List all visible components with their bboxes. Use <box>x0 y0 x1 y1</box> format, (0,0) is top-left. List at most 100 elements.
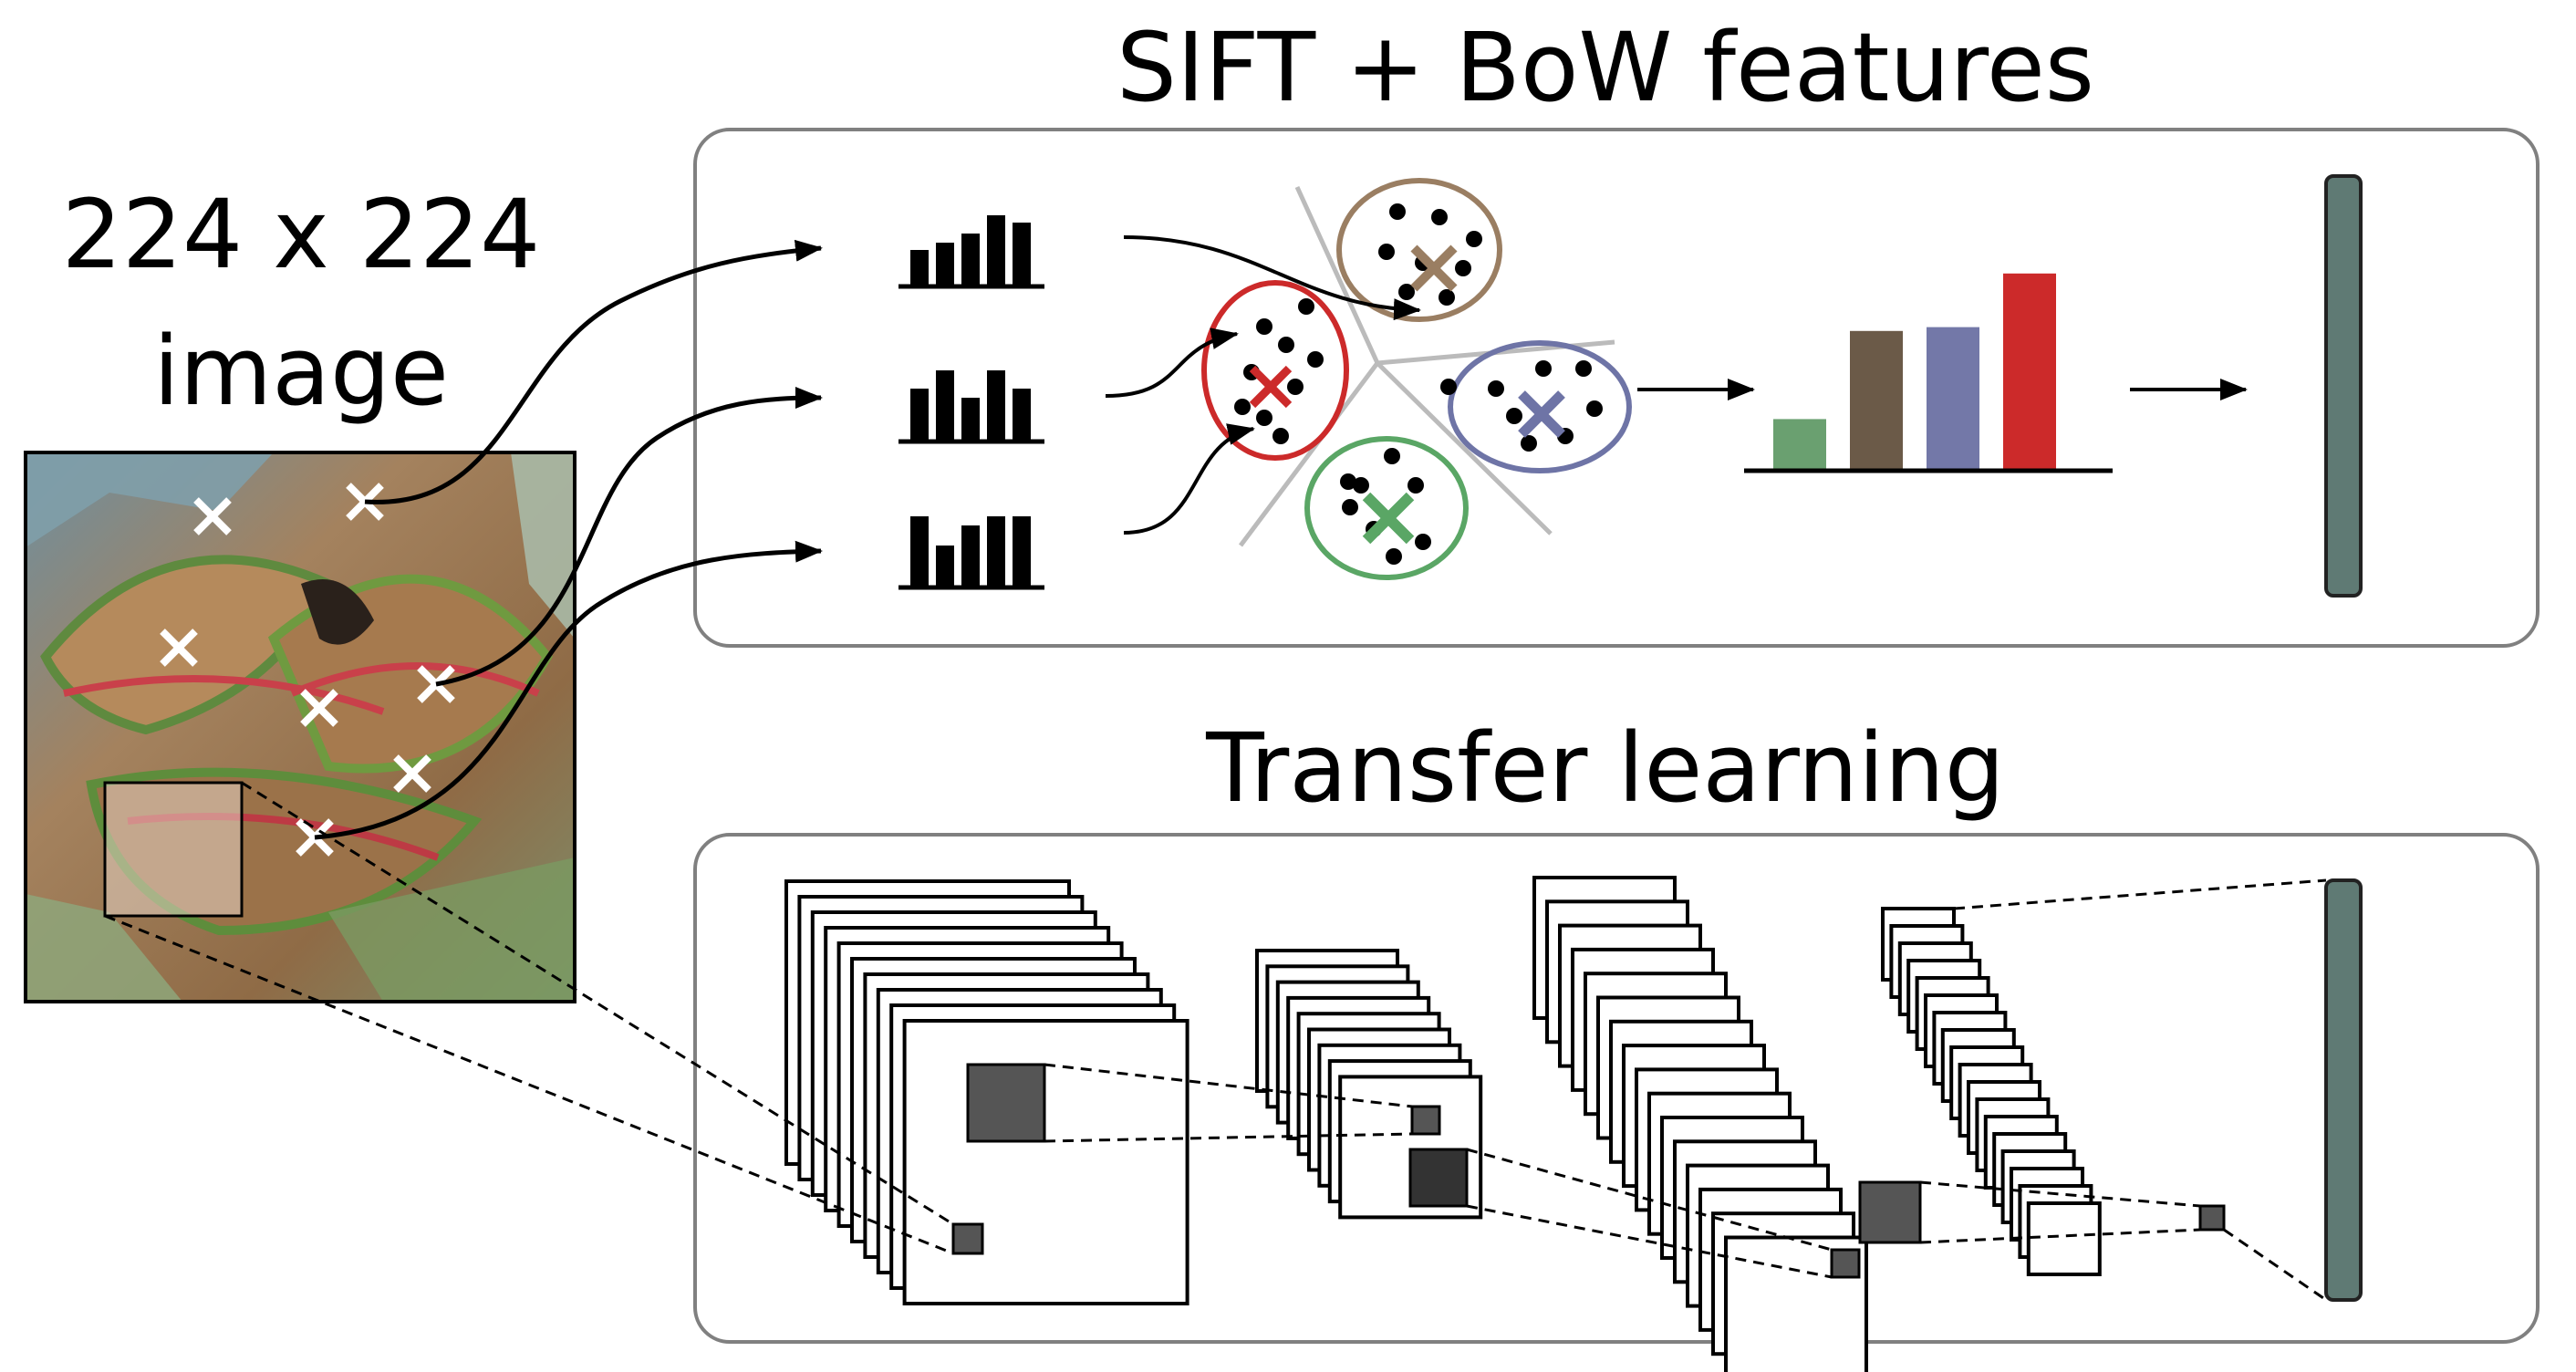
feature-map <box>2026 1201 2102 1276</box>
kernel-square-large-3 <box>1858 1180 1922 1244</box>
kernel-square-small-3 <box>1830 1248 1861 1279</box>
descriptor-point <box>1298 298 1314 315</box>
keypoint-arrow <box>314 540 823 840</box>
cluster-centroid <box>1518 390 1565 438</box>
descriptor-point <box>1342 499 1358 515</box>
descriptor-point <box>1440 379 1457 395</box>
descriptor-to-cluster-arrow <box>1105 327 1239 398</box>
cnn-layer-1 <box>784 879 1189 1305</box>
receptive-field-line <box>1919 1228 2201 1244</box>
descriptor-point <box>1466 231 1482 247</box>
bow-histogram <box>1744 273 2113 473</box>
receptive-field-line <box>2223 1228 2327 1302</box>
receptive-field-line <box>1044 1063 1413 1108</box>
descriptor-point <box>1407 477 1424 494</box>
descriptor-bar <box>936 243 954 285</box>
descriptor-point <box>1256 410 1272 426</box>
descriptor-bar <box>961 234 980 285</box>
voronoi-boundary <box>1239 361 1379 547</box>
receptive-field-line <box>1953 878 2327 910</box>
image-label: image <box>153 316 449 427</box>
cluster-centroid <box>1249 365 1293 409</box>
sift-descriptor-histograms <box>898 215 1044 590</box>
voronoi-boundary <box>1376 361 1553 535</box>
descriptor-bar <box>910 389 929 440</box>
cnn-feature-vector <box>2324 878 2363 1302</box>
kmeans-clusters <box>1105 178 1632 580</box>
descriptor-bar <box>961 525 980 586</box>
leaf-image <box>24 451 576 1003</box>
descriptor-point <box>1272 428 1289 444</box>
descriptor-bar <box>987 370 1005 440</box>
descriptor-histogram <box>898 516 1044 590</box>
descriptor-bar <box>936 546 954 586</box>
descriptor-point <box>1378 244 1395 260</box>
feature-map <box>902 1019 1189 1305</box>
descriptor-bar <box>1013 223 1031 285</box>
descriptor-point <box>1455 260 1471 276</box>
descriptor-point <box>1307 351 1324 368</box>
descriptor-bar <box>987 516 1005 586</box>
descriptor-point <box>1575 360 1592 377</box>
cluster-centroid <box>1410 244 1458 292</box>
descriptor-bar <box>936 370 954 440</box>
descriptor-point <box>1287 379 1304 395</box>
cnn-layer-4 <box>1881 907 2102 1276</box>
transfer-learning-title: Transfer learning <box>1206 712 2005 824</box>
descriptor-point <box>1340 473 1356 490</box>
keypoint-marker <box>393 754 431 793</box>
cluster-green-boundary <box>1304 436 1469 580</box>
descriptor-bar <box>1013 516 1031 586</box>
descriptor-point <box>1431 209 1448 225</box>
cluster-centroid <box>1362 492 1415 545</box>
descriptor-point <box>1256 318 1272 335</box>
keypoint-to-descriptor-arrows <box>314 239 823 840</box>
bow-bar <box>1773 419 1826 469</box>
descriptor-to-cluster-arrow <box>1123 235 1421 321</box>
descriptor-point <box>1386 548 1402 565</box>
sift-bow-panel <box>693 128 2540 648</box>
descriptor-point <box>1415 534 1431 550</box>
cluster-blue <box>1440 340 1632 473</box>
bow-bar <box>1850 330 1903 469</box>
image-size-label: 224 x 224 <box>61 179 541 290</box>
receptive-field-lines <box>104 781 2327 1302</box>
keypoint-arrow <box>364 239 823 504</box>
voronoi-boundary <box>1294 185 1380 365</box>
kernel-square-small-4 <box>2198 1204 2226 1232</box>
descriptor-bar <box>1013 389 1031 440</box>
descriptor-bar <box>910 516 929 586</box>
descriptor-point <box>1398 284 1415 300</box>
kernel-square-small-1 <box>951 1222 984 1255</box>
keypoint-arrow <box>435 387 823 687</box>
kernel-square-large-2 <box>1408 1148 1469 1208</box>
descriptor-point <box>1506 408 1522 424</box>
receptive-field-line <box>1466 1204 1833 1279</box>
receptive-field-line <box>104 914 954 1255</box>
descriptor-histogram <box>898 370 1044 444</box>
sift-feature-vector <box>2324 174 2363 598</box>
descriptor-bar <box>987 215 1005 285</box>
descriptor-to-cluster-arrow <box>1123 423 1255 535</box>
descriptor-point <box>1353 477 1369 494</box>
sift-bow-title: SIFT + BoW features <box>1117 12 2094 123</box>
cluster-red <box>1201 280 1349 461</box>
descriptor-point <box>1384 448 1400 464</box>
receptive-field-line <box>1466 1148 1833 1252</box>
receptive-field-line <box>241 781 954 1226</box>
descriptor-point <box>1278 337 1294 353</box>
descriptor-point <box>1586 400 1603 417</box>
cluster-red-boundary <box>1201 280 1349 461</box>
bow-bar <box>1927 327 1979 469</box>
kernel-square-small-2 <box>1410 1105 1441 1136</box>
descriptor-point <box>1439 289 1455 306</box>
descriptor-point <box>1488 380 1504 397</box>
descriptor-histogram <box>898 215 1044 289</box>
receptive-field-line <box>1044 1132 1413 1143</box>
cluster-green <box>1304 436 1469 580</box>
bow-bar <box>2003 273 2056 469</box>
descriptor-bar <box>961 398 980 440</box>
receptive-field-line <box>1919 1180 2201 1208</box>
descriptor-point <box>1521 435 1537 452</box>
